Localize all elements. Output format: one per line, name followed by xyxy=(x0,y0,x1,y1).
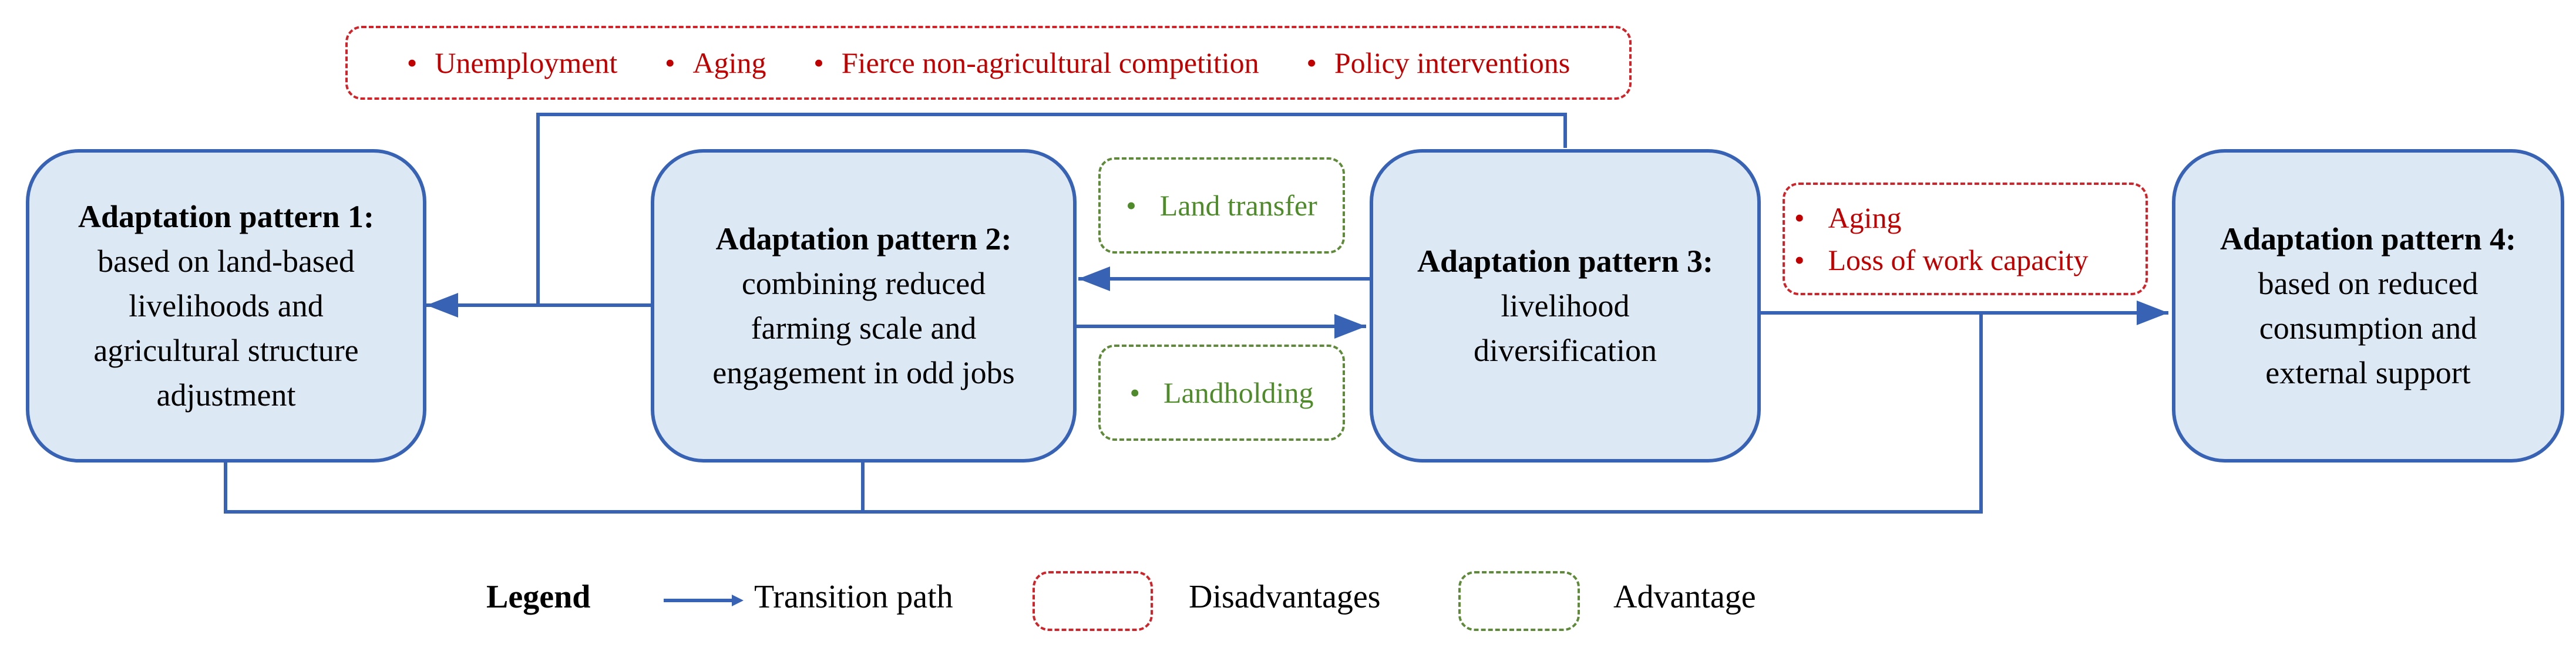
pattern-3-line: diversification xyxy=(1474,333,1657,368)
adaptation-pattern-3-box: Adaptation pattern 3: livelihood diversi… xyxy=(1370,149,1761,463)
pattern-2-line: farming scale and xyxy=(751,310,977,346)
pattern-2-title: Adaptation pattern 2: xyxy=(715,221,1012,256)
pattern-1-line: based on land-based xyxy=(97,244,355,279)
legend-arrow-icon xyxy=(664,595,744,606)
disadvantage-item: • Aging xyxy=(665,46,766,80)
disadvantage-loss-of-work: Loss of work capacity xyxy=(1828,244,2089,276)
pattern-4-line: based on reduced xyxy=(2258,266,2479,301)
pattern-4-title: Adaptation pattern 4: xyxy=(2219,221,2516,256)
legend-disadvantages-label: Disadvantages xyxy=(1189,579,1381,615)
pattern-1-line: livelihoods and xyxy=(129,288,324,323)
advantage-box-landholding: • Landholding xyxy=(1098,345,1345,441)
bullet: • xyxy=(1794,201,1805,234)
legend-advantage-swatch xyxy=(1458,571,1580,631)
legend-title: Legend xyxy=(486,579,591,615)
path-p3-to-p1-top xyxy=(536,113,1567,305)
legend-advantage-label: Advantage xyxy=(1613,579,1756,615)
bullet: • xyxy=(813,46,824,79)
disadvantages-box-top: • Unemployment • Aging • Fierce non-agricul… xyxy=(345,26,1632,100)
advantage-item: • Landholding xyxy=(1129,376,1313,410)
disadvantage-competition: Fierce non-agricultural competition xyxy=(841,46,1259,79)
pattern-1-title: Adaptation pattern 1: xyxy=(78,199,374,234)
advantage-landholding: Landholding xyxy=(1163,376,1314,409)
pattern-2-line: combining reduced xyxy=(741,266,986,301)
legend-transition-label: Transition path xyxy=(754,579,953,615)
bullet: • xyxy=(406,46,418,79)
disadvantages-box-mid: • Aging • Loss of work capacity xyxy=(1783,183,2148,295)
disadvantage-aging-mid: Aging xyxy=(1828,201,1902,234)
disadvantage-item: • Unemployment xyxy=(407,46,618,80)
disadvantage-item: • Aging xyxy=(1794,197,1902,239)
pattern-4-line: external support xyxy=(2265,355,2471,390)
adaptation-pattern-1-box: Adaptation pattern 1: based on land-base… xyxy=(26,149,426,463)
pattern-1-line: adjustment xyxy=(156,377,296,413)
pattern-3-title: Adaptation pattern 3: xyxy=(1417,244,1713,279)
disadvantage-item: • Fierce non-agricultural competition xyxy=(813,46,1259,80)
pattern-1-line: agricultural structure xyxy=(93,333,359,368)
disadvantage-policy: Policy interventions xyxy=(1334,46,1571,79)
adaptation-pattern-4-box: Adaptation pattern 4: based on reduced c… xyxy=(2172,149,2564,463)
disadvantage-unemployment: Unemployment xyxy=(435,46,618,79)
pattern-2-line: engagement in odd jobs xyxy=(712,355,1015,390)
advantage-box-land-transfer: • Land transfer xyxy=(1098,157,1345,254)
pattern-3-line: livelihood xyxy=(1501,288,1630,323)
bullet: • xyxy=(1126,189,1136,222)
bullet: • xyxy=(1306,46,1317,79)
bullet: • xyxy=(665,46,675,79)
adaptation-pattern-2-box: Adaptation pattern 2: combining reduced … xyxy=(651,149,1077,463)
bullet: • xyxy=(1129,376,1140,409)
disadvantage-item: • Loss of work capacity xyxy=(1794,239,2088,281)
advantage-land-transfer: Land transfer xyxy=(1159,189,1317,222)
advantage-item: • Land transfer xyxy=(1126,188,1317,222)
disadvantage-aging: Aging xyxy=(692,46,766,79)
disadvantage-item: • Policy interventions xyxy=(1306,46,1570,80)
path-bottom-p1-p2-to-p4 xyxy=(224,313,1983,514)
legend-disadvantages-swatch xyxy=(1033,571,1153,631)
bullet: • xyxy=(1794,244,1805,276)
pattern-4-line: consumption and xyxy=(2259,310,2477,346)
